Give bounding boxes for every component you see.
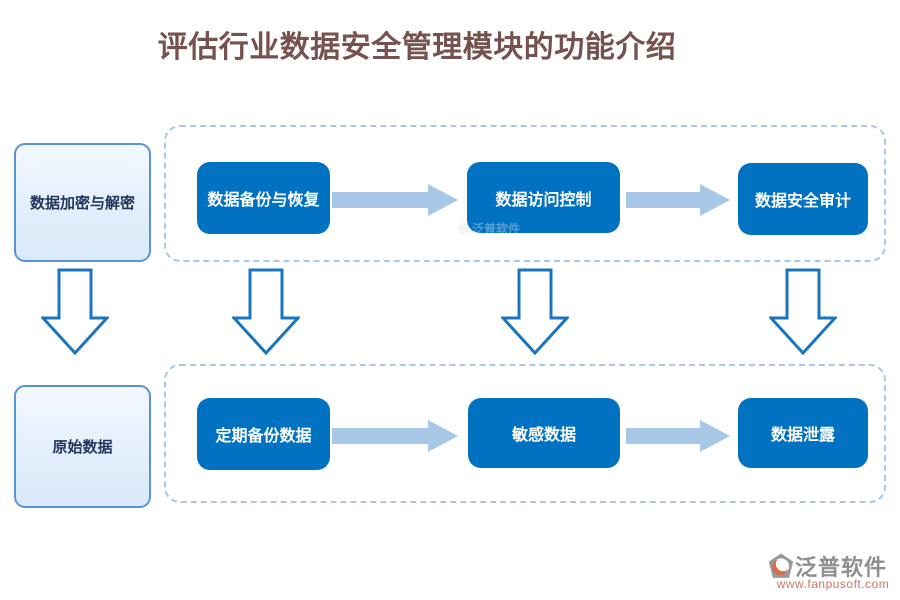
box-label: 数据备份与恢复 [207,192,320,209]
box-sensitive-data: 敏感数据 [468,398,620,468]
box-data-leakage: 数据泄露 [738,398,868,468]
box-label: 数据访问控制 [495,191,592,209]
box-label: 原始数据 [52,439,113,456]
brand-watermark: 泛普软件 www.fanpusoft.com [740,550,896,596]
brand-url: www.fanpusoft.com [776,577,890,591]
box-data-encryption-decryption: 数据加密与解密 [14,143,151,262]
box-original-data: 原始数据 [14,385,151,508]
box-label: 数据加密与解密 [29,195,135,212]
bottom-flow-container [164,364,886,503]
box-label: 数据安全审计 [754,193,851,210]
brand-name: 泛普软件 [795,555,888,580]
box-data-backup-recovery: 数据备份与恢复 [197,162,330,234]
box-data-access-control: 数据访问控制 [467,162,620,233]
box-label: 敏感数据 [511,427,576,444]
box-label: 数据泄露 [770,427,835,444]
right-arrow-icon [626,419,730,453]
box-label: 定期备份数据 [215,428,312,445]
right-arrow-icon [332,183,458,217]
down-arrow-icon [41,268,109,356]
top-flow-container [164,125,886,262]
down-arrow-icon [501,268,569,356]
right-arrow-icon [626,183,730,217]
box-data-security-audit: 数据安全审计 [738,163,868,235]
page-title: 评估行业数据安全管理模块的功能介绍 [157,31,677,64]
fanpu-logo-icon [768,553,794,580]
down-arrow-icon [769,268,837,356]
box-scheduled-backup-data: 定期备份数据 [197,398,330,470]
down-arrow-icon [232,268,300,356]
right-arrow-icon [332,419,458,453]
